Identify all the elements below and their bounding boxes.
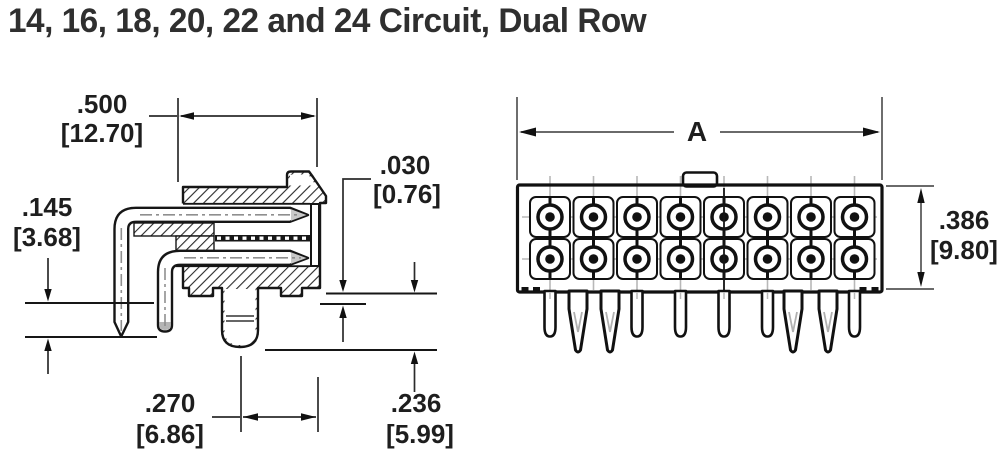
page-title: 14, 16, 18, 20, 22 and 24 Circuit, Dual …	[8, 2, 647, 40]
terminal-cell	[833, 196, 876, 238]
mounting-peg	[224, 289, 256, 345]
solder-tail	[543, 289, 557, 338]
retention-peg	[599, 289, 621, 354]
terminal-cell	[746, 238, 789, 280]
side-view: .500 [12.70] .030 [0.76] .145 [3.68]	[13, 89, 454, 449]
dimension-depth	[149, 98, 318, 182]
terminal-cell	[572, 196, 615, 238]
terminal-cell	[659, 196, 702, 238]
terminal-pin-dot	[675, 212, 686, 222]
pin-centerline	[120, 214, 301, 331]
terminal-pin-dot	[588, 254, 599, 264]
terminal-cell	[616, 238, 658, 280]
dimension-height	[886, 185, 934, 290]
terminal-pin-dot	[632, 254, 642, 264]
dim-height-inches: .386	[939, 205, 990, 235]
retention-peg	[567, 289, 589, 354]
terminal-cell	[833, 238, 876, 280]
dim-peg-depth-mm: [5.99]	[386, 419, 454, 449]
dimension-pin-tail	[44, 258, 52, 374]
terminal-cell	[790, 196, 832, 238]
terminal-pin-dot	[762, 212, 773, 222]
terminal-pin-dot	[632, 212, 642, 222]
dimension-peg-depth	[410, 262, 419, 392]
solder-tail	[760, 289, 775, 338]
terminal-pin-dot	[545, 254, 555, 264]
terminal-cell	[616, 196, 658, 238]
terminal-cell	[659, 238, 702, 280]
wall-hatch-block	[133, 222, 215, 237]
dim-pin-tail-mm: [3.68]	[13, 222, 81, 252]
housing-front	[515, 183, 884, 294]
terminal-grid	[529, 196, 876, 280]
dim-peg-to-face-inches: .270	[145, 388, 196, 418]
terminal-pin-dot	[588, 212, 599, 222]
dimension-peg-to-face	[212, 356, 319, 432]
dim-height-mm: [9.80]	[930, 235, 998, 265]
retention-peg	[782, 289, 804, 354]
pin-tip	[291, 252, 307, 264]
terminal-cell	[572, 238, 615, 280]
terminal-cell	[746, 196, 789, 238]
solder-pins	[543, 289, 862, 354]
pin-centerline	[164, 257, 301, 328]
terminal-pin-dot	[849, 212, 860, 222]
dim-peg-depth-inches: .236	[391, 388, 442, 418]
dim-depth-mm: [12.70]	[61, 118, 143, 148]
dim-depth-inches: .500	[77, 89, 128, 119]
dim-pin-tail-inches: .145	[22, 192, 73, 222]
solder-tail	[717, 289, 731, 338]
mating-face-wall	[310, 203, 320, 267]
solder-tail	[673, 289, 688, 338]
pin-row2	[156, 249, 310, 333]
pin-tip	[291, 209, 307, 221]
dim-peg-to-face-mm: [6.86]	[136, 419, 204, 449]
dimension-standoff	[339, 178, 371, 342]
terminal-cell	[529, 238, 571, 280]
terminal-pin-dot	[545, 212, 555, 222]
terminal-pin-dot	[806, 212, 816, 222]
terminal-cell	[790, 238, 832, 280]
terminal-pin-dot	[675, 254, 686, 264]
solder-tail	[847, 289, 862, 338]
front-view: A .386 [9.80]	[515, 97, 998, 354]
terminal-cell	[529, 196, 571, 238]
dim-width-label: A	[687, 116, 707, 147]
wall-hatch-block	[175, 235, 215, 252]
terminal-pin-dot	[762, 254, 773, 264]
corner-notches	[521, 287, 879, 293]
dimension-width	[516, 97, 883, 180]
terminal-pin-dot	[806, 254, 816, 264]
flange-face	[290, 174, 316, 186]
dim-standoff-inches: .030	[380, 150, 431, 180]
retention-peg	[817, 289, 839, 354]
solder-tail	[630, 289, 644, 338]
terminal-pin-dot	[849, 254, 860, 264]
dim-standoff-mm: [0.76]	[373, 179, 441, 209]
reference-lines	[25, 292, 437, 351]
